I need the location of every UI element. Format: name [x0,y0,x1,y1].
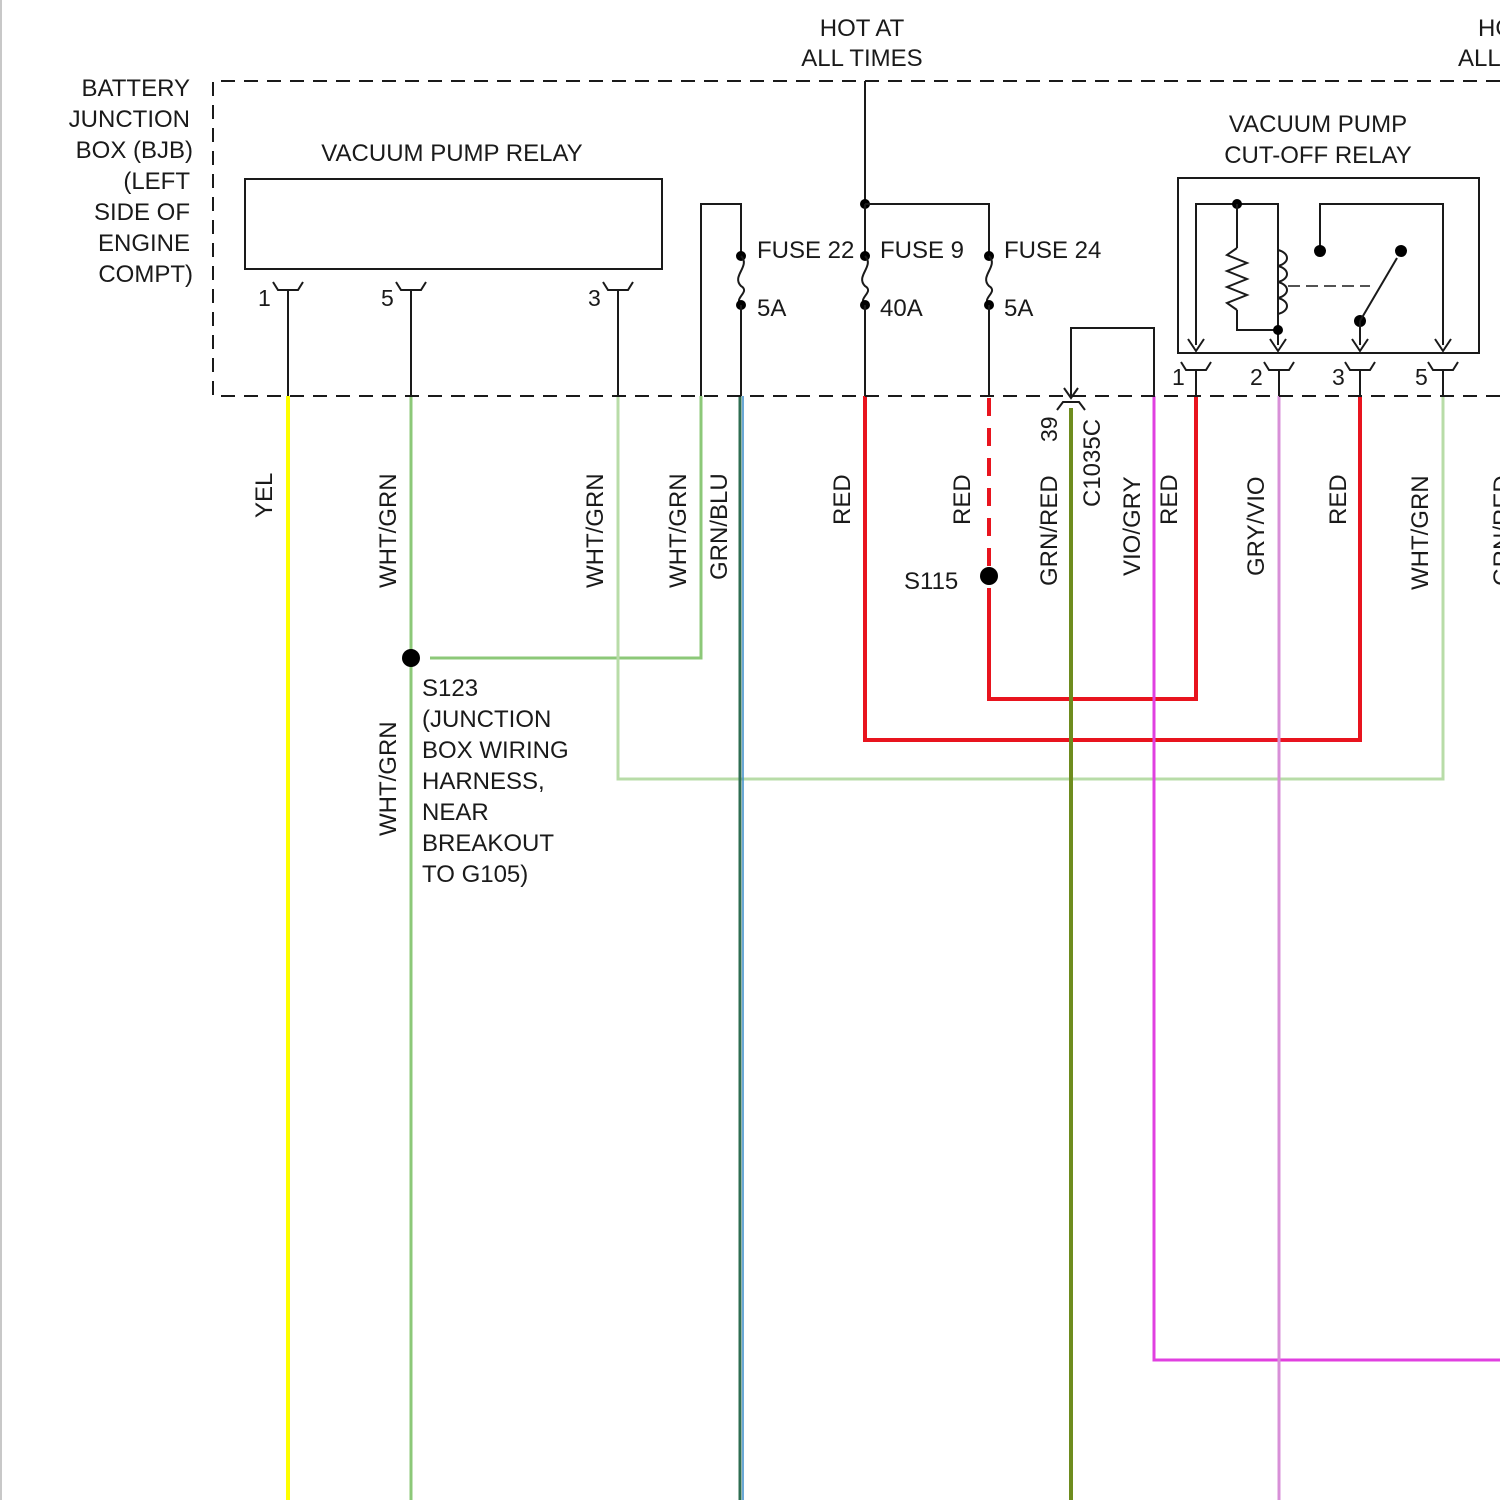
cutoff-relay-label-1: VACUUM PUMP [1229,111,1407,138]
relay-pin-5-label: 5 [381,285,394,311]
splice-s115 [980,567,998,585]
wire-label-grn-red: GRN/RED [1036,475,1063,586]
wire-wht-grn-pin3 [618,396,1443,779]
coil-symbol [1273,250,1287,335]
s115-label: S115 [904,568,958,595]
s123-label: S123 (JUNCTION BOX WIRING HARNESS, NEAR … [422,675,569,888]
cutoff-pin-3-label: 3 [1332,364,1345,390]
fuse24-amp-label: 5A [1004,295,1033,322]
resistor-symbol [1227,204,1278,330]
wire-label-wht-grn-1: WHT/GRN [375,473,402,588]
wire-label-wht-grn-5: WHT/GRN [1407,475,1434,590]
relay-pin-3-label: 3 [588,285,601,311]
wire-label-grn-blu: GRN/BLU [706,473,733,580]
svg-text:COMPT): COMPT) [98,261,193,288]
relay-switch-symbol [1314,204,1443,345]
wire-label-red-4: RED [1325,474,1352,525]
vacuum-pump-relay-box [245,179,662,269]
wire-label-wht-grn-3: WHT/GRN [582,473,609,588]
svg-text:ENGINE: ENGINE [98,230,190,257]
fuse9-amp-label: 40A [880,295,923,322]
relay-pin-1-connector [273,282,303,396]
bjb-label: BATTERY JUNCTION BOX (BJB) (LEFT SIDE OF… [69,75,193,288]
fuse22-symbol [736,251,746,396]
svg-text:BOX WIRING: BOX WIRING [422,737,569,764]
wire-label-yel: YEL [251,473,278,518]
fuse9-symbol [860,204,870,396]
wire-label-red-1: RED [829,474,856,525]
relay-pin-5-connector [396,282,426,396]
svg-text:(LEFT: (LEFT [123,168,190,195]
wire-label-wht-grn-4: WHT/GRN [665,473,692,588]
fuse22-feed [701,204,741,396]
all-times-label: ALL TIMES [801,45,922,72]
splice-s123 [402,649,420,667]
all-right-label: ALL [1458,45,1500,72]
cutoff-pin-2-label: 2 [1250,364,1263,390]
fuse24-symbol [984,251,994,396]
cutoff-pin-1-label: 1 [1172,364,1185,390]
fuse9-label: FUSE 9 [880,237,964,264]
svg-text:BATTERY: BATTERY [82,75,190,102]
fuse22-label: FUSE 22 [757,237,854,264]
wire-label-grn-red-2: GRN/RED [1489,475,1500,586]
svg-text:NEAR: NEAR [422,799,489,826]
wire-vio-gry [1154,396,1500,1360]
svg-text:TO G105): TO G105) [422,861,528,888]
svg-text:S123: S123 [422,675,478,702]
wire-label-red-3: RED [1156,474,1183,525]
fuse22-amp-label: 5A [757,295,786,322]
svg-text:JUNCTION: JUNCTION [69,106,190,133]
connector-pin-label: 39 [1036,416,1062,442]
svg-text:BOX (BJB): BOX (BJB) [76,137,193,164]
wire-label-wht-grn-2: WHT/GRN [375,721,402,836]
svg-text:SIDE OF: SIDE OF [94,199,190,226]
svg-text:(JUNCTION: (JUNCTION [422,706,551,733]
cutoff-pin-arrows [1188,339,1451,351]
hot-at-label: HOT AT [820,15,905,42]
relay-pin-1-label: 1 [258,285,271,311]
wire-label-vio-gry: VIO/GRY [1119,476,1146,576]
connector-c1035c-loop [1071,328,1154,396]
fuse24-label: FUSE 24 [1004,237,1101,264]
cutoff-pin-5-label: 5 [1415,364,1428,390]
vacuum-pump-relay-label: VACUUM PUMP RELAY [321,140,582,167]
cutoff-relay-label-2: CUT-OFF RELAY [1224,142,1412,169]
hot-right-label: HO [1478,15,1500,42]
svg-text:BREAKOUT: BREAKOUT [422,830,554,857]
wire-wht-grn-s123-branch [430,396,701,658]
wire-label-gry-vio: GRY/VIO [1243,476,1270,576]
relay-pin-3-connector [603,282,633,396]
wire-label-red-2: RED [949,474,976,525]
connector-id-label: C1035C [1079,419,1106,507]
svg-text:HARNESS,: HARNESS, [422,768,545,795]
